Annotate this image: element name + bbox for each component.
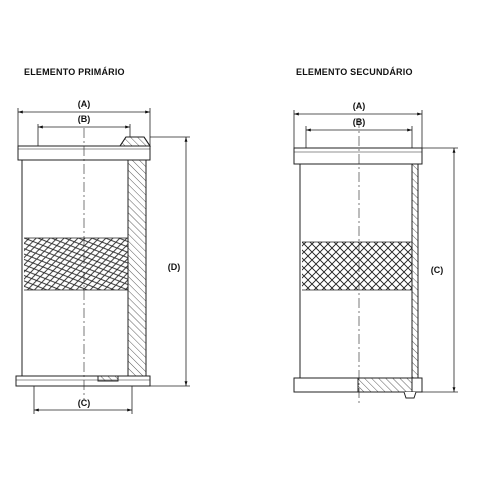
primary-bottom-cap (15, 375, 151, 387)
primary-dim-a-label: (A) (78, 99, 91, 109)
primary-bottom-seal (97, 375, 119, 382)
secondary-bottom-seal (357, 377, 413, 393)
secondary-mesh-band (302, 241, 412, 291)
primary-element (15, 128, 151, 400)
secondary-element (293, 118, 423, 404)
primary-dim-d-label: (D) (168, 262, 181, 272)
secondary-top-cap (293, 147, 423, 165)
secondary-dim-a-label: (A) (353, 101, 366, 111)
primary-mesh-band (24, 237, 128, 291)
secondary-dim-c-label: (C) (431, 265, 444, 275)
primary-wall-section (127, 159, 147, 377)
secondary-wall-section (411, 163, 419, 379)
primary-dim-c-label: (C) (78, 398, 91, 408)
primary-dimensions (17, 108, 190, 414)
secondary-dimensions (293, 110, 458, 393)
primary-element-title: ELEMENTO PRIMÁRIO (24, 67, 125, 77)
secondary-element-title: ELEMENTO SECUNDÁRIO (296, 67, 413, 77)
secondary-dim-b-label: (B) (353, 117, 366, 127)
primary-dim-b-label: (B) (78, 114, 91, 124)
